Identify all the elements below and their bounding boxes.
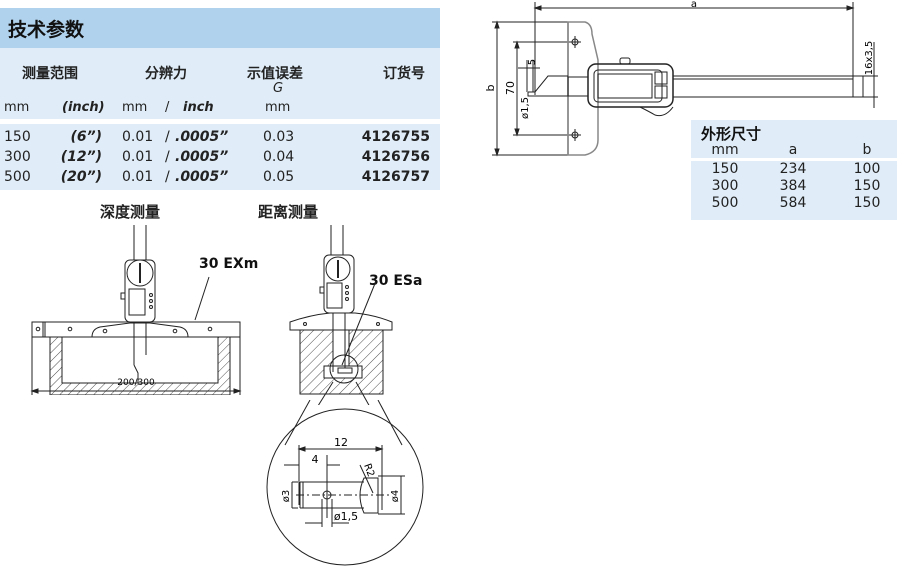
dims-header-a: a [788,142,798,158]
dims-title: 外形尺寸 [701,125,762,143]
dims-cell: 150 [711,161,739,177]
caliper-dimension-drawing: a b 70 5 ø1,5 16x3,5 [484,0,878,157]
row-mm: 300 [4,149,31,165]
row-mm: 150 [4,129,31,145]
dims-cell: 150 [853,195,881,211]
dim-b-label: b [484,84,497,91]
detail-phi15-label: ø1,5 [334,510,358,523]
spec-title-band [0,8,440,48]
depth-width-label: 200/300 [117,378,155,388]
detail-12-label: 12 [334,436,348,449]
dims-table: 外形尺寸 mm a b 150 234 100 300 384 150 500 … [691,120,897,220]
probe-detail-figure: 12 4 R2 ø3 ø4 ø1,5 [266,400,424,566]
spec-rows-band [0,124,440,190]
row-res-inch: .0005” [175,129,229,145]
row-res-sep: / [165,129,170,145]
unit-error-mm: mm [265,100,291,115]
row-res-sep: / [165,149,170,165]
spec-header-band [0,48,440,119]
row-res-sep: / [165,169,170,185]
dims-cell: 100 [853,161,881,177]
distance-caption: 距离测量 [258,203,319,221]
dims-cell: 150 [853,178,881,194]
row-res-mm: 0.01 [122,169,154,185]
dims-cell: 234 [779,161,807,177]
unit-res-sep: / [165,100,170,115]
dims-separator [691,158,897,161]
detail-phi3-label: ø3 [281,490,292,502]
unit-range-inch: (inch) [62,100,105,115]
unit-res-mm: mm [122,100,148,115]
detail-4-label: 4 [312,453,319,466]
header-error-symbol: G [273,81,284,96]
header-resolution: 分辨力 [145,66,187,82]
dims-cell: 500 [711,195,739,211]
header-order: 订货号 [383,66,425,82]
row-error: 0.04 [263,149,295,165]
unit-res-inch: inch [183,100,214,115]
distance-measurement-figure [289,225,393,405]
dim-a-label: a [691,0,697,10]
dims-header-b: b [862,142,872,158]
row-inch: (12”) [60,149,102,165]
row-error: 0.03 [263,129,295,145]
dim-phi15-label: ø1,5 [520,97,531,119]
row-mm: 500 [4,169,31,185]
row-order: 4126755 [361,129,430,145]
dim-16x35-label: 16x3,5 [864,41,875,76]
row-order: 4126756 [361,149,430,165]
row-error: 0.05 [263,169,295,185]
row-res-inch: .0005” [175,149,229,165]
depth-caption: 深度测量 [100,203,161,221]
detail-phi4-label: ø4 [390,490,401,502]
row-res-mm: 0.01 [122,149,154,165]
dims-header-mm: mm [711,142,739,158]
detail-r2-label: R2 [361,462,376,478]
row-inch: (20”) [60,169,102,185]
depth-callout: 30 EXm [199,256,259,272]
dims-cell: 300 [711,178,739,194]
spec-title: 技术参数 [8,19,85,41]
row-res-inch: .0005” [175,169,229,185]
distance-callout: 30 ESa [369,273,423,289]
row-order: 4126757 [361,169,430,185]
row-inch: (6”) [70,129,102,145]
dims-cell: 584 [779,195,807,211]
dims-cell: 384 [779,178,807,194]
dim-5-label: 5 [527,59,538,65]
header-range: 测量范围 [22,66,78,82]
row-res-mm: 0.01 [122,129,154,145]
unit-range-mm: mm [4,100,30,115]
depth-measurement-figure: 200/300 [30,225,242,395]
spec-table: 技术参数 测量范围 分辨力 示值误差 G 订货号 mm (inch) mm / … [0,8,440,190]
dim-70-label: 70 [504,81,517,95]
header-error: 示值误差 [247,66,303,82]
